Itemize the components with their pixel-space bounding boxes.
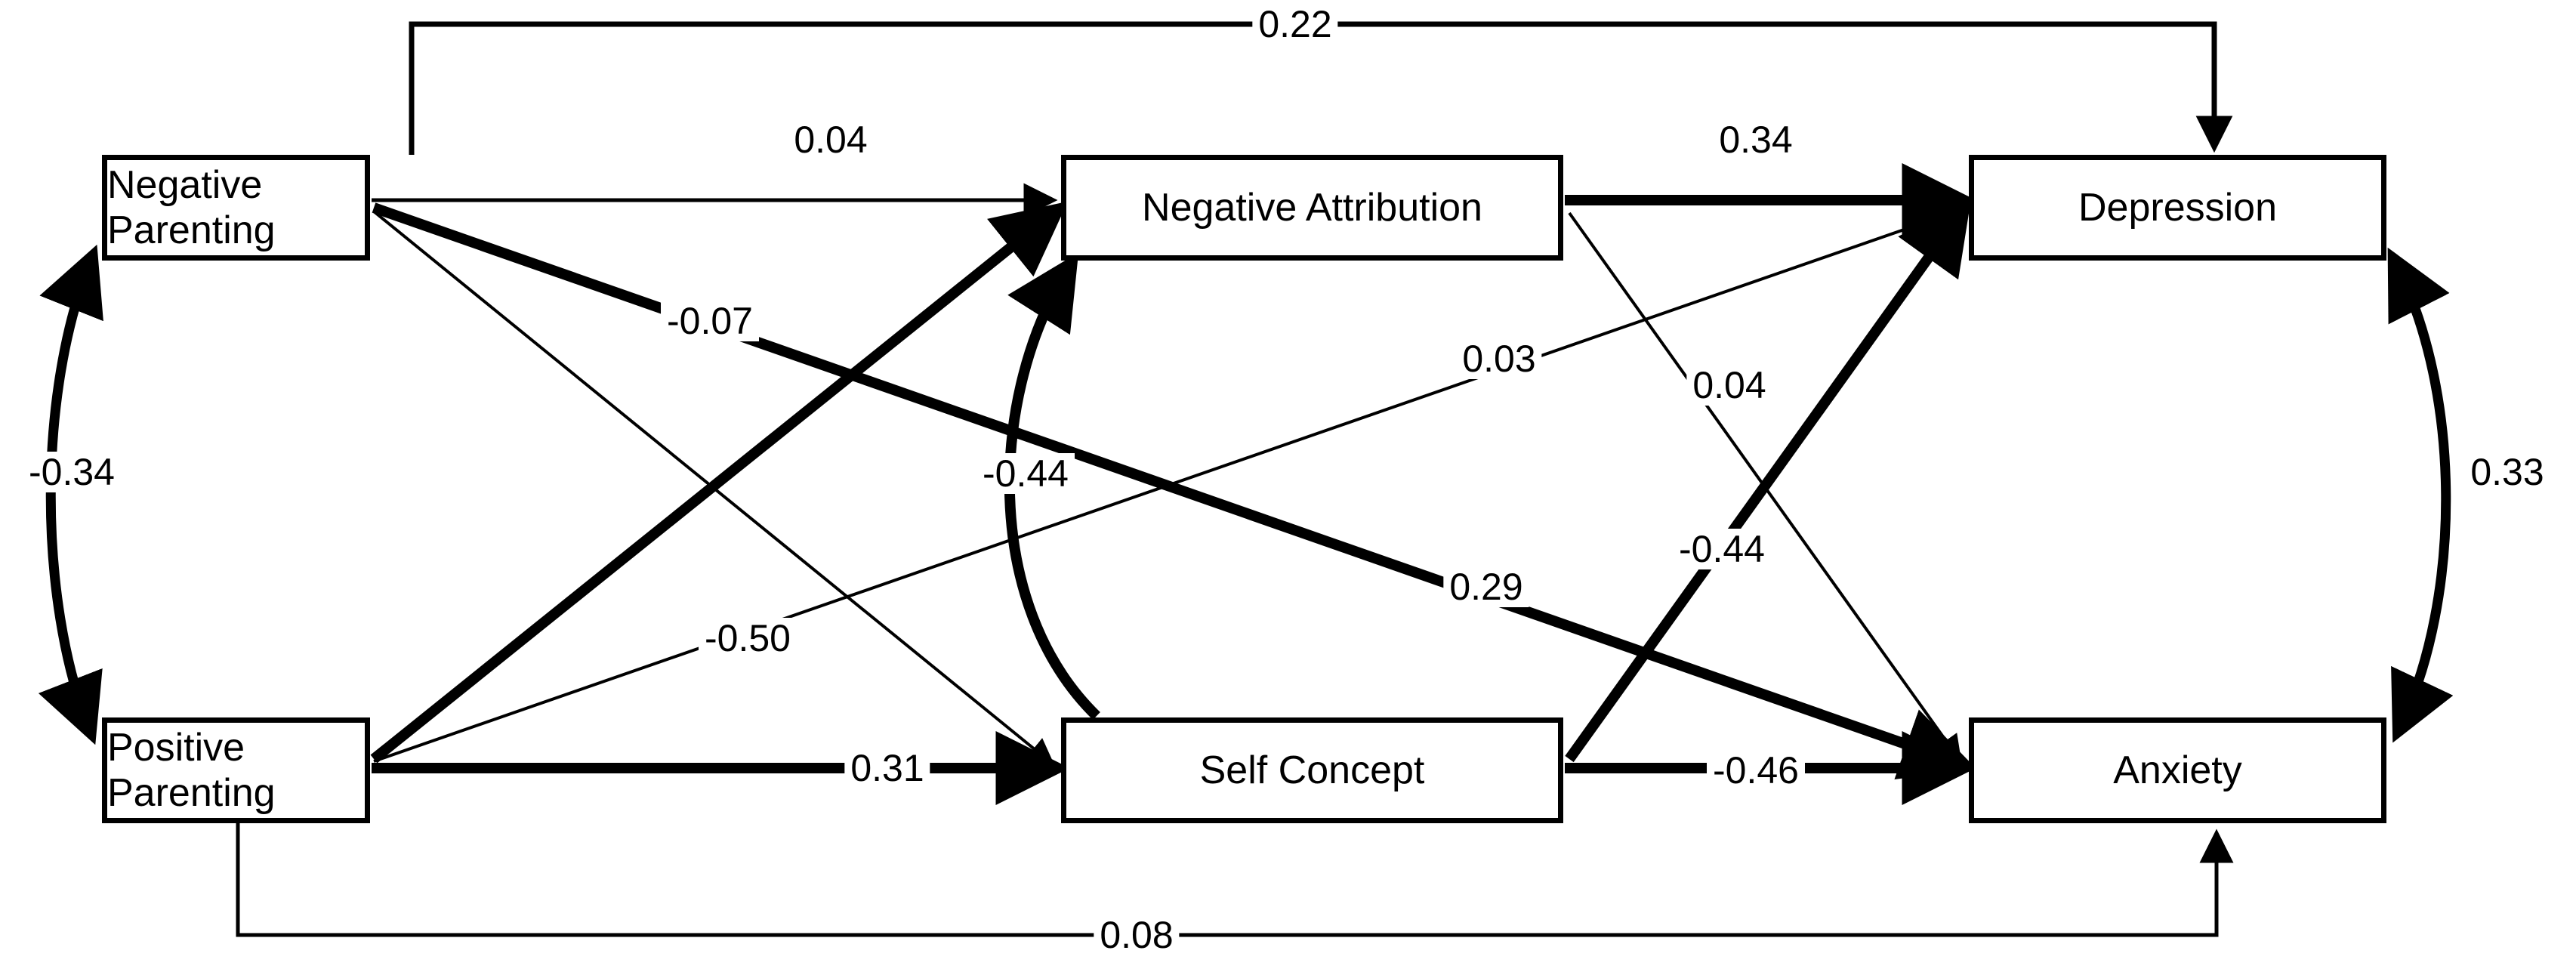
edge-sc-dep (1565, 198, 1972, 763)
node-label: Anxiety (2113, 748, 2242, 792)
path-coefficient-0-22: 0.22 (1252, 4, 1338, 45)
node-negative-attribution[interactable]: Negative Attribution (1061, 155, 1563, 261)
node-negative-parenting[interactable]: Negative Parenting (102, 155, 370, 261)
path-coefficient-neg-0-34: -0.34 (23, 452, 121, 492)
path-coefficient-0-31: 0.31 (844, 748, 930, 788)
path-coefficient-0-04-mid: 0.04 (1686, 365, 1772, 406)
path-coefficient-0-33: 0.33 (2464, 452, 2550, 492)
edge-np-pp (38, 244, 103, 745)
path-coefficient-0-29: 0.29 (1443, 566, 1529, 607)
path-coefficient-neg-0-44-right: -0.44 (1673, 529, 1771, 569)
path-coefficient-neg-0-50: -0.50 (699, 618, 797, 659)
edge-pp-dep (373, 204, 1965, 763)
node-anxiety[interactable]: Anxiety (1969, 717, 2386, 823)
node-label: Positive Parenting (107, 726, 276, 815)
edge-dep-anx (2387, 247, 2454, 743)
path-coefficient-neg-0-46: -0.46 (1707, 750, 1805, 791)
node-label: Negative Parenting (107, 163, 276, 252)
node-label: Negative Attribution (1142, 186, 1482, 230)
path-coefficient-0-34: 0.34 (1713, 119, 1799, 160)
node-self-concept[interactable]: Self Concept (1061, 717, 1563, 823)
path-coefficient-neg-0-07: -0.07 (661, 301, 759, 341)
node-depression[interactable]: Depression (1969, 155, 2386, 261)
path-coefficient-0-04-top: 0.04 (788, 119, 874, 160)
path-coefficient-0-08: 0.08 (1094, 915, 1180, 955)
node-label: Self Concept (1199, 748, 1425, 792)
path-coefficient-neg-0-44-left: -0.44 (976, 453, 1075, 494)
edge-sc-na (1004, 252, 1100, 721)
edge-pp-na (370, 201, 1069, 764)
node-positive-parenting[interactable]: Positive Parenting (102, 717, 370, 823)
path-coefficient-0-03: 0.03 (1456, 338, 1542, 379)
node-label: Depression (2078, 186, 2278, 230)
edge-pp-anx (236, 823, 2234, 937)
